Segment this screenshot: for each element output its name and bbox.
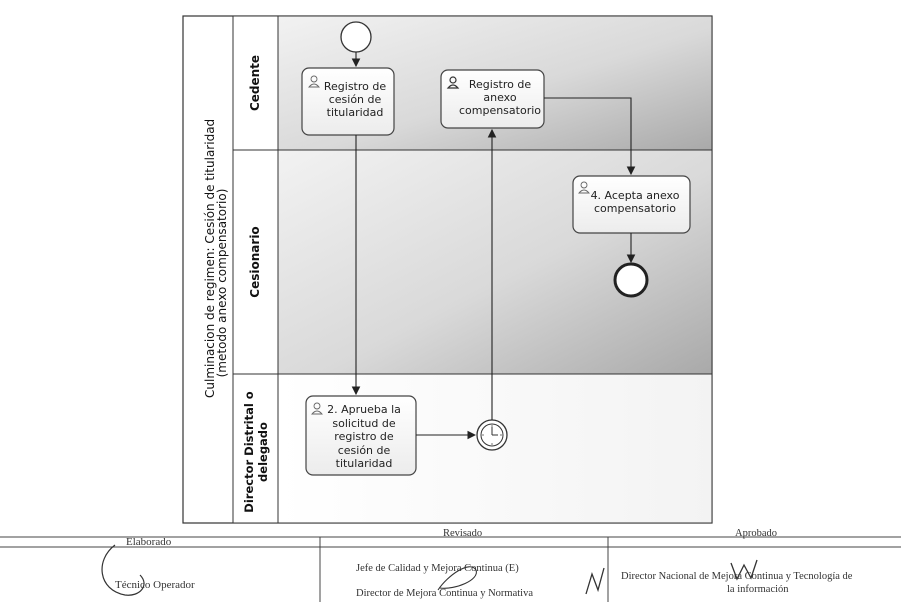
elaborado-name: Técnico Operador [115, 579, 195, 591]
task-registro-cesion-line: titularidad [326, 106, 384, 119]
task-registro-anexo-line: Registro de [468, 78, 532, 91]
user-task-icon [311, 402, 323, 415]
start-event [340, 21, 372, 53]
lane-label-cedente: Cedente [248, 54, 262, 112]
revisado-header: Revisado [443, 528, 483, 539]
elaborado-header: Elaborado [126, 536, 172, 548]
user-task-icon [308, 75, 320, 88]
aprobado-header: Aprobado [735, 528, 777, 539]
task-aprueba-solicitud-line: 2. Aprueba la [327, 403, 401, 416]
task-registro-cesion-line: cesión de [328, 93, 382, 106]
lane-label-cesionario: Cesionario [248, 226, 262, 298]
task-aprueba-solicitud-line: solicitud de [332, 416, 396, 430]
revisado-name-1: Jefe de Calidad y Mejora Continua (E) [356, 563, 519, 574]
task-registro-cesion-label: Registro de cesión de titularidad [318, 80, 392, 119]
signature-table [0, 536, 901, 602]
signature-revisado-2 [585, 567, 605, 595]
task-registro-anexo-line: anexo [483, 91, 517, 104]
revisado-name-2: Director de Mejora Continua y Normativa [356, 588, 533, 599]
task-aprueba-solicitud-line: registro de [334, 430, 394, 443]
task-acepta-anexo-line: 4. Acepta anexo [590, 189, 680, 202]
task-acepta-anexo-label: 4. Acepta anexo compensatorio [583, 189, 687, 215]
task-registro-anexo-label: Registro de anexo compensatorio [456, 78, 544, 117]
signature-revisado-1 [437, 566, 477, 591]
task-aprueba-solicitud-label: 2. Aprueba la solicitud de registro de c… [316, 403, 412, 471]
aprobado-name-2: la información [727, 584, 789, 595]
aprobado-name-1: Director Nacional de Mejora Continua y T… [621, 571, 853, 582]
task-registro-cesion-line: Registro de [323, 80, 387, 93]
task-aprueba-solicitud-line: titularidad [335, 457, 393, 470]
flow-task2-to-task3 [544, 97, 636, 176]
timer-event [476, 419, 508, 451]
signature-aprobado [730, 559, 758, 581]
task-registro-anexo-line: compensatorio [458, 104, 542, 117]
user-task-icon [446, 76, 460, 89]
signature-elaborado [101, 544, 145, 596]
lane-header-column [232, 15, 279, 524]
pool-title-line2: (metodo anexo compensatorio) [215, 188, 229, 378]
task-acepta-anexo-line: compensatorio [593, 202, 677, 215]
task-registro-cesion [301, 67, 395, 136]
end-event [613, 262, 649, 298]
user-task-icon [578, 181, 590, 194]
lane-label-director: Director Distrital o delegado [242, 391, 270, 513]
task-registro-anexo [440, 69, 545, 129]
task-aprueba-solicitud-line: cesión de [337, 443, 391, 457]
